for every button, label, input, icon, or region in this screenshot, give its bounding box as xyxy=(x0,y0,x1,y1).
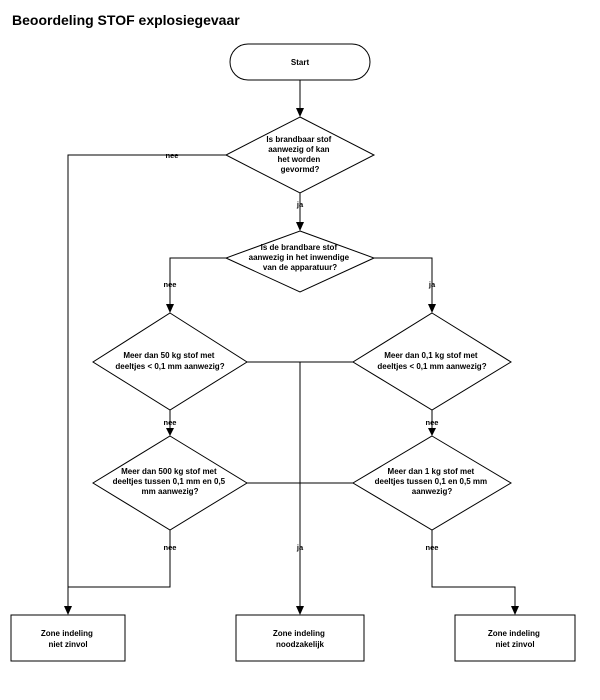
edge-inwendig-ja xyxy=(374,257,433,306)
arrowhead xyxy=(428,304,436,313)
outcome-right-label: Zone indeling niet zinvol xyxy=(488,629,542,649)
outcome-niet-zinvol-right xyxy=(454,614,576,662)
edge-label-q01-nee: nee xyxy=(426,418,439,427)
decision-1kg xyxy=(352,435,512,531)
edge-label-q1-nee: nee xyxy=(426,543,439,552)
arrowhead xyxy=(166,428,174,436)
outcome-niet-zinvol-left xyxy=(10,614,126,662)
arrowhead xyxy=(296,222,304,231)
start-terminal xyxy=(229,43,371,81)
inwendig-label: Is de brandbare stof aanwezig in het inw… xyxy=(249,243,352,272)
decision-50kg xyxy=(92,312,248,411)
arrowhead xyxy=(64,606,72,615)
decision-inwendig xyxy=(224,230,376,293)
edge-label-inwendig-ja: ja xyxy=(428,280,436,289)
edge-label-q50-nee: nee xyxy=(164,418,177,427)
page-title: Beoordeling STOF explosiegevaar xyxy=(12,12,240,28)
decision-500kg xyxy=(92,435,248,531)
edge-brandbaar-nee xyxy=(67,154,226,608)
edge-label-brandbaar-ja: ja xyxy=(296,200,304,209)
edge-q500-nee xyxy=(68,530,171,588)
arrowhead xyxy=(166,304,174,313)
outcome-left-label: Zone indeling niet zinvol xyxy=(41,629,95,649)
edge-label-mid-ja: ja xyxy=(296,543,304,552)
q50-label: Meer dan 50 kg stof met deeltjes < 0,1 m… xyxy=(115,351,224,371)
outcome-noodzakelijk xyxy=(235,614,365,662)
edge-label-q500-nee: nee xyxy=(164,543,177,552)
q500-label: Meer dan 500 kg stof met deeltjes tussen… xyxy=(113,467,228,496)
q1-label: Meer dan 1 kg stof met deeltjes tussen 0… xyxy=(375,467,490,496)
q01-label: Meer dan 0,1 kg stof met deeltjes < 0,1 … xyxy=(377,351,486,371)
outcome-mid-label: Zone indeling noodzakelijk xyxy=(273,629,327,649)
edge-label-brandbaar-nee: nee xyxy=(166,151,179,160)
edge-inwendig-nee xyxy=(169,257,226,306)
brandbaar-label: Is brandbaar stof aanwezig of kan het wo… xyxy=(266,135,333,174)
decision-0-1kg xyxy=(352,312,512,411)
edge-label-inwendig-nee: nee xyxy=(164,280,177,289)
arrowhead xyxy=(511,606,519,615)
arrowhead xyxy=(296,108,304,117)
start-label: Start xyxy=(291,58,310,67)
arrowhead xyxy=(296,606,304,615)
decision-brandbaar xyxy=(224,116,376,194)
arrowhead xyxy=(428,428,436,436)
edge-q1-nee xyxy=(431,530,516,608)
